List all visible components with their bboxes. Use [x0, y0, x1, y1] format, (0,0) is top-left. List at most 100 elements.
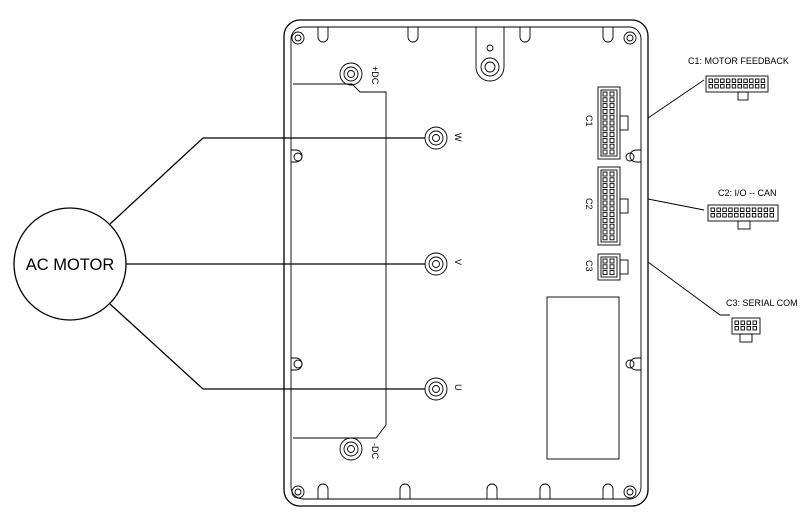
connector-pin	[602, 264, 608, 270]
connector-pin	[746, 320, 751, 325]
callout-leaders	[647, 79, 730, 316]
connector-c1-tag: C1	[584, 115, 594, 127]
connector-pin	[602, 217, 608, 223]
connector-pin	[609, 194, 615, 200]
terminal-neg-dc-label: -DC	[370, 443, 380, 459]
connector-pin	[731, 84, 737, 89]
connector-pin	[745, 213, 751, 218]
connector-pin	[602, 120, 608, 126]
terminal-u: U	[424, 377, 463, 401]
connector-pin	[763, 207, 769, 212]
connector-pin	[602, 206, 608, 212]
connector-pin	[602, 229, 608, 235]
connector-pin	[737, 78, 742, 83]
connector-pin	[751, 207, 757, 212]
connector-pin	[609, 229, 615, 235]
leader-c3	[647, 261, 730, 316]
leader-c2	[647, 198, 705, 211]
connector-pin	[609, 258, 615, 264]
connector-pin	[734, 326, 739, 331]
terminal-neg-dc: -DC	[339, 437, 380, 461]
connector-pin	[708, 84, 713, 89]
connector-pin	[722, 207, 727, 212]
terminal-w-label: W	[453, 133, 463, 142]
callout-c3: C3: SERIAL COM	[726, 298, 798, 343]
terminal-v-label: V	[453, 259, 463, 265]
connector-pin	[609, 264, 615, 270]
connector-pin	[720, 84, 725, 89]
connector-pin	[728, 207, 733, 212]
connector-pin	[602, 183, 608, 189]
connector-pin	[609, 200, 615, 206]
connector-pin	[609, 137, 615, 143]
terminal-v: V	[424, 252, 463, 276]
connector-pin	[720, 78, 725, 83]
connector-pin	[708, 78, 713, 83]
ac-motor: AC MOTOR	[13, 207, 127, 321]
connector-pin	[602, 126, 608, 132]
connector-pin	[763, 213, 769, 218]
connector-pin	[609, 114, 615, 120]
leader-c1	[647, 79, 705, 119]
connector-pin	[734, 207, 739, 212]
connector-pin	[751, 213, 757, 218]
connector-pin	[737, 84, 742, 89]
connector-pin	[740, 207, 745, 212]
connector-pin	[769, 213, 774, 218]
connector-pin	[609, 206, 615, 212]
connector-pin	[609, 132, 615, 138]
connector-pin	[740, 320, 745, 325]
callout-c3-label: C3: SERIAL COM	[726, 298, 798, 308]
connector-pin	[602, 137, 608, 143]
connector-pin	[728, 213, 733, 218]
connector-pin	[602, 149, 608, 155]
connector-pin	[743, 78, 748, 83]
connector-pin	[609, 143, 615, 149]
connector-pin	[754, 78, 760, 83]
connector-pin	[602, 114, 608, 120]
connector-pin	[602, 143, 608, 149]
connector-pin	[602, 223, 608, 229]
connector-pin	[602, 132, 608, 138]
connector-pin	[760, 78, 766, 83]
connector-pin	[609, 212, 615, 218]
connector-pin	[745, 207, 751, 212]
connector-pin	[749, 84, 754, 89]
connector-c2-tag: C2	[584, 198, 594, 210]
connector-pin	[609, 223, 615, 229]
connector-pin	[609, 177, 615, 183]
connector-pin	[740, 326, 745, 331]
connector-pin	[760, 84, 766, 89]
connector-pin	[725, 84, 731, 89]
connector-pin	[714, 78, 719, 83]
connector-pin	[716, 213, 721, 218]
connector-pin	[609, 120, 615, 126]
connector-pin	[602, 258, 608, 264]
connector-c1: C1	[584, 86, 629, 160]
connector-pin	[752, 326, 757, 331]
connector-pin	[602, 177, 608, 183]
connector-pin	[716, 207, 721, 212]
terminal-u-label: U	[453, 384, 463, 391]
terminal-w: W	[424, 126, 463, 150]
connector-pin	[734, 320, 739, 325]
connector-pin	[743, 84, 748, 89]
connector-pin	[602, 97, 608, 103]
connector-pin	[602, 235, 608, 241]
connector-pin	[602, 91, 608, 97]
connector-pin	[740, 213, 745, 218]
connector-c2: C2	[584, 166, 629, 246]
connector-c3-tag: C3	[584, 260, 594, 272]
controller-housing	[283, 19, 649, 507]
connector-pin	[746, 326, 751, 331]
callout-c2: C2: I/O -- CAN	[707, 188, 779, 230]
connector-pin	[757, 207, 763, 212]
connector-pin	[602, 212, 608, 218]
connector-pin	[609, 103, 615, 109]
connector-pin	[609, 270, 615, 276]
connector-pin	[602, 103, 608, 109]
connector-pin	[734, 213, 739, 218]
phase-wires	[109, 137, 425, 390]
connector-pin	[602, 171, 608, 177]
callout-c1-label: C1: MOTOR FEEDBACK	[688, 56, 789, 66]
